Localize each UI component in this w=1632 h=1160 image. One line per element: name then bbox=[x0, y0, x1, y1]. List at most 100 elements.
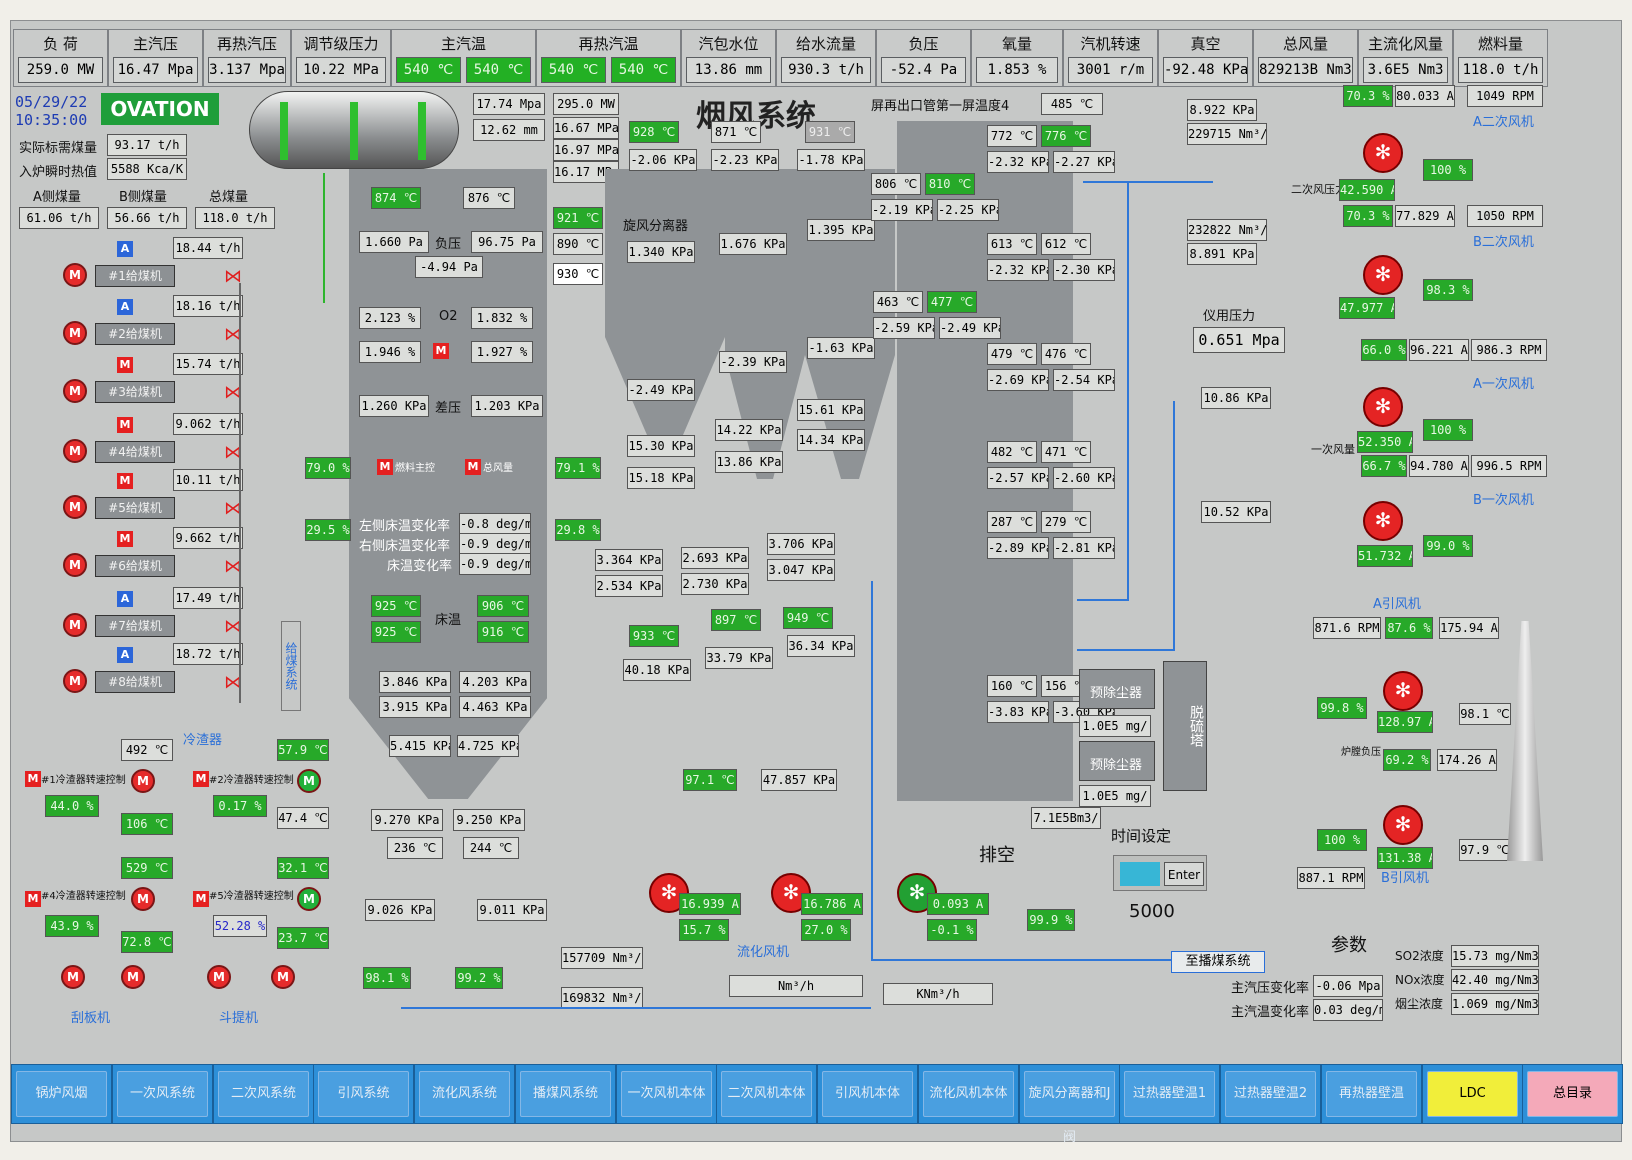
feeder-name[interactable]: #5给煤机 bbox=[95, 497, 175, 519]
id-b-damper: 100 % bbox=[1317, 829, 1367, 851]
cooler2-label: #2冷渣器转速控制 bbox=[209, 775, 294, 786]
feeder-mode-chip[interactable]: A bbox=[117, 241, 133, 257]
feeder-motor[interactable]: M bbox=[63, 495, 87, 519]
sa-b-fan[interactable]: ✻ bbox=[1363, 255, 1403, 295]
nav-button[interactable]: 过热器壁温1 bbox=[1119, 1064, 1220, 1124]
bucket-b-motor[interactable]: M bbox=[271, 965, 295, 989]
feeder-mode-chip[interactable]: M bbox=[117, 417, 133, 433]
pre-dust-1: 预除尘器 bbox=[1079, 669, 1155, 709]
nav-button[interactable]: 引风机本体 bbox=[817, 1064, 918, 1124]
nav-button[interactable]: 锅炉风烟 bbox=[11, 1064, 112, 1124]
cooler5-motor[interactable]: M bbox=[297, 887, 321, 911]
cyc-c2: 1.676 KPa bbox=[719, 233, 787, 255]
feeder-name[interactable]: #3给煤机 bbox=[95, 381, 175, 403]
feeder-motor[interactable]: M bbox=[63, 439, 87, 463]
feeder-mode-chip[interactable]: A bbox=[117, 647, 133, 663]
nav-button[interactable]: 一次风系统 bbox=[112, 1064, 213, 1124]
feeder-name[interactable]: #8给煤机 bbox=[95, 671, 175, 693]
pipe-to-sow bbox=[871, 959, 1171, 961]
id-b-fan[interactable]: ✻ bbox=[1383, 805, 1423, 845]
feeder-motor[interactable]: M bbox=[63, 613, 87, 637]
sa-b-amp: 77.829 A bbox=[1395, 205, 1455, 227]
fuel-master-chip[interactable]: M bbox=[377, 459, 393, 475]
fuel-master-label[interactable]: 燃料主控 bbox=[395, 463, 435, 474]
feeder-valve-icon[interactable]: ⋈ bbox=[224, 382, 242, 403]
feeder-valve-icon[interactable]: ⋈ bbox=[224, 616, 242, 637]
pa-a-fan[interactable]: ✻ bbox=[1363, 387, 1403, 427]
sa-a-fan[interactable]: ✻ bbox=[1363, 133, 1403, 173]
nav-button[interactable]: 引风系统 bbox=[313, 1064, 414, 1124]
feeder-motor[interactable]: M bbox=[63, 669, 87, 693]
cooler4-m[interactable]: M bbox=[25, 891, 41, 907]
nav-button[interactable]: 二次风系统 bbox=[213, 1064, 314, 1124]
scraper-label: 刮板机 bbox=[71, 1011, 111, 1026]
feeder-motor[interactable]: M bbox=[63, 263, 87, 287]
feeder-valve-icon[interactable]: ⋈ bbox=[224, 324, 242, 345]
bp-temp-1: 806 ℃ bbox=[871, 173, 921, 195]
feeder-name[interactable]: #1给煤机 bbox=[95, 265, 175, 287]
furnace-neg-label: 负压 bbox=[435, 237, 462, 252]
bp-temp-2: 156 ℃ bbox=[1041, 675, 1091, 697]
cooler2-m[interactable]: M bbox=[193, 771, 209, 787]
feeder-name[interactable]: #2给煤机 bbox=[95, 323, 175, 345]
nav-button[interactable]: 流化风系统 bbox=[414, 1064, 515, 1124]
feeder-mode-chip[interactable]: M bbox=[117, 357, 133, 373]
feeder-motor[interactable]: M bbox=[63, 553, 87, 577]
nav-button[interactable]: 旋风分离器和J阀 bbox=[1019, 1064, 1120, 1145]
pipe-sa-down bbox=[1127, 181, 1129, 601]
o2-manual-chip[interactable]: M bbox=[433, 343, 449, 359]
feeder-mode-chip[interactable]: A bbox=[117, 299, 133, 315]
cooler5-m[interactable]: M bbox=[193, 891, 209, 907]
cooler4-label: #4冷渣器转速控制 bbox=[41, 891, 126, 902]
cooler4-motor[interactable]: M bbox=[131, 887, 155, 911]
enter-button[interactable]: Enter bbox=[1164, 862, 1204, 886]
nav-button[interactable]: LDC bbox=[1422, 1064, 1523, 1124]
id-a-fan[interactable]: ✻ bbox=[1383, 671, 1423, 711]
scraper-a-motor[interactable]: M bbox=[61, 965, 85, 989]
feeder-valve-icon[interactable]: ⋈ bbox=[224, 672, 242, 693]
nav-button[interactable]: 二次风机本体 bbox=[716, 1064, 817, 1124]
heat-label: 入炉瞬时热值 bbox=[19, 165, 98, 180]
nav-button[interactable]: 流化风机本体 bbox=[918, 1064, 1019, 1124]
feeder-name[interactable]: #7给煤机 bbox=[95, 615, 175, 637]
cooler2-motor[interactable]: M bbox=[297, 769, 321, 793]
cooler1-m[interactable]: M bbox=[25, 771, 41, 787]
left-damper-1: 79.0 % bbox=[305, 457, 351, 479]
nav-button[interactable]: 播煤风系统 bbox=[515, 1064, 616, 1124]
feeder-name[interactable]: #6给煤机 bbox=[95, 555, 175, 577]
feeder-valve-icon[interactable]: ⋈ bbox=[224, 556, 242, 577]
feeder-valve-icon[interactable]: ⋈ bbox=[224, 442, 242, 463]
feeder-valve-icon[interactable]: ⋈ bbox=[224, 498, 242, 519]
cyc-p1: -2.06 KPa bbox=[629, 149, 697, 171]
feeder-mode-chip[interactable]: M bbox=[117, 531, 133, 547]
pa-b-fan[interactable]: ✻ bbox=[1363, 501, 1403, 541]
feeder-flow: 18.44 t/h bbox=[173, 237, 243, 259]
nav-button[interactable]: 一次风机本体 bbox=[616, 1064, 717, 1124]
feeder-motor[interactable]: M bbox=[63, 379, 87, 403]
time-set-input[interactable] bbox=[1120, 862, 1160, 886]
screen-temp-label: 屏再出口管第一屏温度4 bbox=[871, 99, 1010, 114]
nav-button[interactable]: 再热器壁温 bbox=[1321, 1064, 1422, 1124]
feeder-valve-icon[interactable]: ⋈ bbox=[224, 266, 242, 287]
bed-rate-value: -0.9 deg/m bbox=[459, 553, 531, 575]
to-sow-system-button[interactable]: 至播煤系统 bbox=[1171, 951, 1265, 973]
nav-button[interactable]: 总目录 bbox=[1522, 1064, 1623, 1124]
bucket-a-motor[interactable]: M bbox=[207, 965, 231, 989]
date: 05/29/22 bbox=[15, 93, 88, 111]
pa-b-name: B一次风机 bbox=[1473, 493, 1534, 508]
wind-master-chip[interactable]: M bbox=[465, 459, 481, 475]
feeder-mode-chip[interactable]: A bbox=[117, 591, 133, 607]
feeder-mode-chip[interactable]: M bbox=[117, 473, 133, 489]
cooler1-motor[interactable]: M bbox=[131, 769, 155, 793]
fluid-temp: 97.1 ℃ bbox=[683, 769, 737, 791]
feeder-motor[interactable]: M bbox=[63, 321, 87, 345]
scraper-b-motor[interactable]: M bbox=[121, 965, 145, 989]
nav-button[interactable]: 过热器壁温2 bbox=[1220, 1064, 1321, 1124]
cyc-t1: 928 ℃ bbox=[629, 121, 679, 143]
cooler2-temp-out: 47.4 ℃ bbox=[277, 807, 329, 829]
esp-value-1: 1.0E5 mg/ bbox=[1079, 715, 1151, 737]
valve-99: 99.9 % bbox=[1027, 909, 1075, 931]
feeder-name[interactable]: #4给煤机 bbox=[95, 441, 175, 463]
wind-master-label[interactable]: 总风量 bbox=[483, 463, 513, 474]
